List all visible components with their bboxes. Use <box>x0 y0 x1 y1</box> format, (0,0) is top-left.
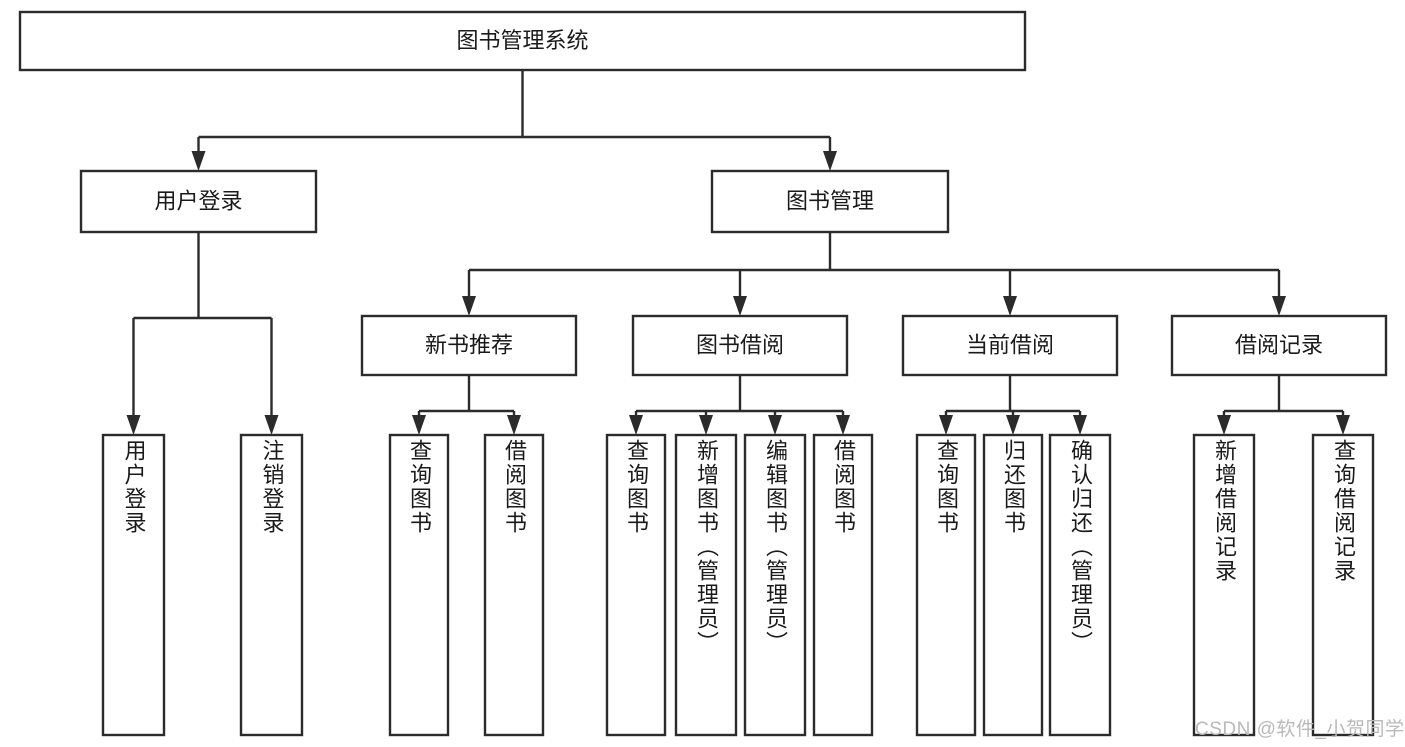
node-leaf-8-label: 查询图书 <box>934 439 959 535</box>
node-l1-1[interactable] <box>710 169 950 234</box>
node-leaf-6-label-wrap: 编辑图书（管理员） <box>745 435 805 735</box>
node-leaf-0[interactable] <box>101 433 166 737</box>
node-leaf-10[interactable] <box>1048 433 1112 737</box>
l1-to-l2-2-head <box>1003 296 1017 316</box>
node-leaf-3[interactable] <box>483 433 545 737</box>
node-leaf-11[interactable] <box>1192 433 1256 737</box>
node-leaf-4[interactable] <box>605 433 667 737</box>
l1-to-l2-1-head <box>733 296 747 316</box>
node-leaf-5[interactable] <box>674 433 738 737</box>
root-to-l1-0-head <box>191 151 206 171</box>
current-leaf-0-head <box>939 415 953 435</box>
userlogin-leaf-0-head <box>126 415 141 435</box>
node-leaf-8-label-wrap: 查询图书 <box>917 435 975 735</box>
node-leaf-9-label: 归还图书 <box>1001 439 1026 535</box>
node-leaf-3-label: 借阅图书 <box>502 439 527 535</box>
node-leaf-7-label: 借阅图书 <box>831 439 856 535</box>
node-leaf-11-label-wrap: 新增借阅记录 <box>1194 435 1254 735</box>
node-l2-3-label: 借阅记录 <box>1235 332 1323 357</box>
node-l2-2-label: 当前借阅 <box>966 332 1054 357</box>
node-leaf-12-label-wrap: 查询借阅记录 <box>1313 435 1373 735</box>
borrow-leaf-1-head <box>699 415 713 435</box>
node-leaf-11-label: 新增借阅记录 <box>1212 439 1237 583</box>
node-l1-0-label: 用户登录 <box>154 188 242 213</box>
node-leaf-10-label-wrap: 确认归还（管理员） <box>1050 435 1110 735</box>
borrow-leaf-0-head <box>629 415 643 435</box>
node-leaf-1[interactable] <box>239 433 304 737</box>
l1-to-l2-3-head <box>1272 296 1286 316</box>
node-leaf-4-label: 查询图书 <box>624 439 649 535</box>
node-l1-0[interactable] <box>79 169 318 234</box>
node-leaf-12[interactable] <box>1311 433 1375 737</box>
node-leaf-1-label: 注销登录 <box>259 439 285 535</box>
node-root-label: 图书管理系统 <box>456 28 588 53</box>
node-leaf-12-label: 查询借阅记录 <box>1331 439 1356 583</box>
borrow-leaf-3-head <box>836 415 850 435</box>
userlogin-leaf-1-head <box>264 415 279 435</box>
root-to-l1-1-head <box>823 151 837 171</box>
node-leaf-7-label-wrap: 借阅图书 <box>814 435 872 735</box>
record-leaf-0-head <box>1217 415 1231 435</box>
node-leaf-9[interactable] <box>982 433 1044 737</box>
node-leaf-2[interactable] <box>388 433 450 737</box>
node-leaf-6-label: 编辑图书（管理员） <box>763 439 788 655</box>
node-l2-2[interactable] <box>901 314 1119 377</box>
current-leaf-1-head <box>1006 415 1020 435</box>
newbook-leaf-0-head <box>412 415 426 435</box>
node-l1-1-label: 图书管理 <box>786 188 874 213</box>
borrow-leaf-2-head <box>768 415 782 435</box>
node-l2-1[interactable] <box>631 314 849 377</box>
node-leaf-3-label-wrap: 借阅图书 <box>485 435 543 735</box>
node-l2-1-label: 图书借阅 <box>696 332 784 357</box>
node-l2-3[interactable] <box>1170 314 1388 377</box>
node-leaf-1-label-wrap: 注销登录 <box>241 435 302 735</box>
node-leaf-5-label-wrap: 新增图书（管理员） <box>676 435 736 735</box>
node-leaf-0-label-wrap: 用户登录 <box>103 435 164 735</box>
node-leaf-2-label-wrap: 查询图书 <box>390 435 448 735</box>
node-l2-0-label: 新书推荐 <box>425 332 513 357</box>
node-leaf-10-label: 确认归还（管理员） <box>1068 439 1093 655</box>
node-leaf-4-label-wrap: 查询图书 <box>607 435 665 735</box>
node-leaf-0-label: 用户登录 <box>121 439 147 535</box>
node-leaf-5-label: 新增图书（管理员） <box>694 439 719 655</box>
node-leaf-2-label: 查询图书 <box>407 439 432 535</box>
node-root[interactable] <box>18 10 1027 72</box>
connectors-layer <box>126 70 1350 435</box>
node-leaf-9-label-wrap: 归还图书 <box>984 435 1042 735</box>
record-leaf-1-head <box>1336 415 1350 435</box>
node-leaf-6[interactable] <box>743 433 807 737</box>
current-leaf-2-head <box>1073 415 1087 435</box>
node-leaf-8[interactable] <box>915 433 977 737</box>
node-leaf-7[interactable] <box>812 433 874 737</box>
node-l2-0[interactable] <box>360 314 578 377</box>
newbook-leaf-1-head <box>507 415 521 435</box>
l1-to-l2-0-head <box>462 296 476 316</box>
